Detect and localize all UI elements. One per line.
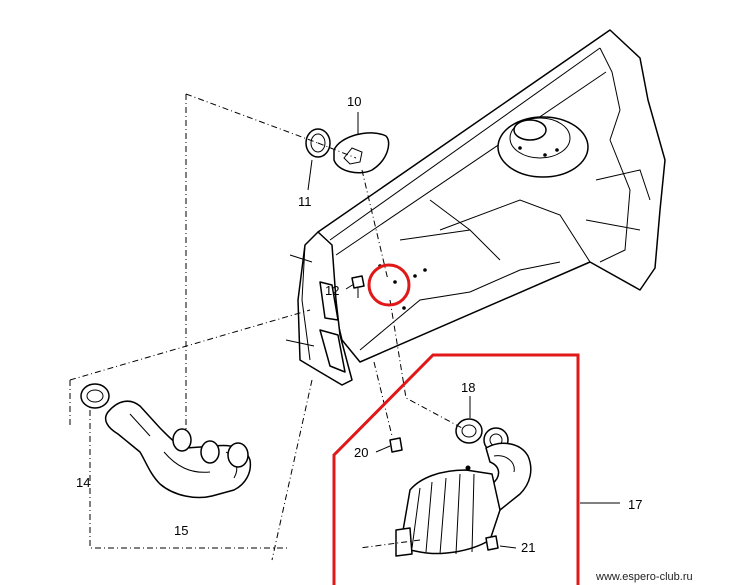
- callout-15: 15: [174, 523, 188, 538]
- callout-12: 12: [325, 283, 339, 298]
- callout-17: 17: [628, 497, 642, 512]
- alignment-lines: [69, 93, 463, 561]
- part-10-cover: [333, 112, 390, 174]
- callout-11: 11: [298, 194, 312, 209]
- highlight-outline: [332, 353, 580, 585]
- highlight-circle: [367, 263, 411, 307]
- resonator-assembly: [375, 396, 532, 557]
- part-11-ring: [305, 128, 331, 191]
- callout-10: 10: [347, 94, 361, 109]
- intake-duct-front: [285, 231, 353, 386]
- callout-18: 18: [461, 380, 475, 395]
- inner-fender-panel: [317, 29, 666, 363]
- part-14-clamp: [80, 383, 110, 409]
- part-15-hose: [104, 400, 252, 499]
- watermark: www.espero-club.ru: [595, 571, 693, 583]
- callout-14: 14: [76, 475, 90, 490]
- callout-21: 21: [521, 540, 535, 555]
- callout-20: 20: [354, 445, 368, 460]
- part-12-clip: [345, 275, 365, 298]
